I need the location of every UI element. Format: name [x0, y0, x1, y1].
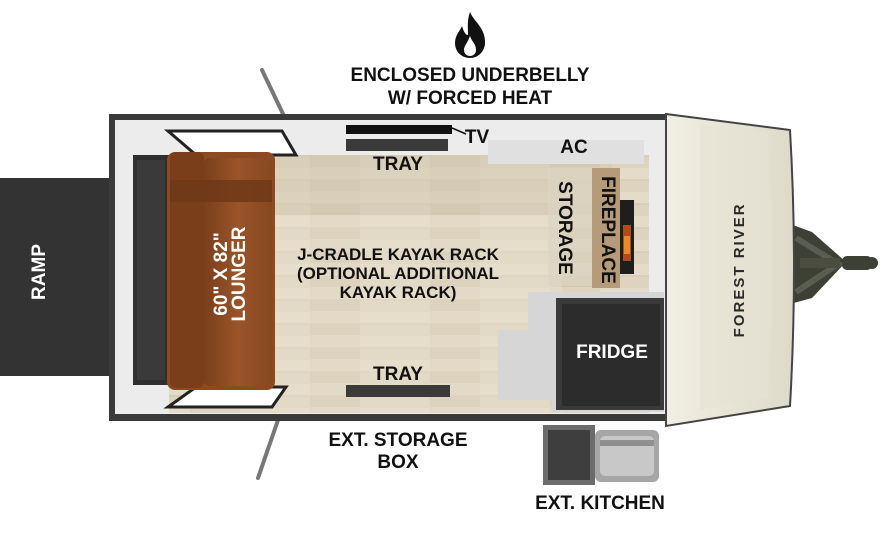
- tray-bottom-shape: [346, 385, 450, 397]
- door-swing-top: [260, 68, 286, 118]
- lounger-label-2: LOUNGER: [229, 226, 251, 322]
- fireplace-wall: [592, 168, 620, 288]
- storage: [548, 168, 592, 286]
- tray-top-shape: [346, 139, 448, 151]
- tray-top-label: TRAY: [373, 154, 423, 175]
- ac-label: AC: [560, 137, 588, 158]
- storage-label: STORAGE: [553, 181, 575, 275]
- ramp-label: RAMP: [29, 244, 51, 300]
- flame-icon: [455, 12, 486, 58]
- fridge: [562, 304, 660, 406]
- brand-logo: FOREST RIVER: [731, 202, 749, 338]
- underbelly-label-2: W/ FORCED HEAT: [387, 88, 553, 109]
- kayak-rack-label-2: (OPTIONAL ADDITIONAL: [296, 264, 500, 283]
- ext-kitchen-label: EXT. KITCHEN: [535, 493, 665, 514]
- tv: [346, 125, 452, 134]
- ext-storage-label-1: EXT. STORAGE: [328, 430, 468, 451]
- kayak-rack-label-3: KAYAK RACK): [339, 283, 457, 302]
- fridge-label: FRIDGE: [576, 342, 648, 363]
- hitch: [790, 224, 878, 304]
- ramp: [0, 178, 112, 376]
- tray-bottom-label: TRAY: [373, 364, 423, 385]
- fireplace-label: FIREPLACE: [596, 176, 618, 284]
- ac: [488, 140, 644, 164]
- lounger: [167, 152, 275, 390]
- ext-kitchen: [543, 425, 659, 485]
- ext-storage-label-2: BOX: [377, 452, 419, 473]
- kayak-rack-label-1: J-CRADLE KAYAK RACK: [297, 245, 499, 264]
- tv-label: TV: [464, 127, 490, 148]
- door-swing-bottom: [256, 418, 280, 480]
- underbelly-label-1: ENCLOSED UNDERBELLY: [350, 65, 590, 86]
